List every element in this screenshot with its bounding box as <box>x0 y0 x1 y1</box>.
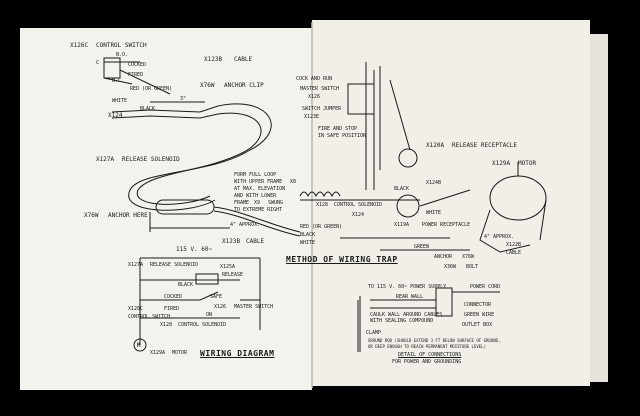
master-switch-part: X126 <box>308 94 321 100</box>
form-loop-part-x8: X8 <box>290 179 297 185</box>
wd-release-solenoid-part: X127A <box>128 262 144 268</box>
common-label: C <box>96 60 100 66</box>
anchor-here-label: ANCHOR HERE <box>108 212 148 219</box>
ground-power-cord: POWER CORD <box>470 284 501 290</box>
ground-detail-2: FOR POWER AND GROUNDING <box>392 359 462 365</box>
dimension-3in: 3" <box>180 96 187 102</box>
motor-part: X129A <box>492 160 511 167</box>
ground-rod-2: OR DEEP ENOUGH TO REACH PERMANENT MOISTU… <box>368 344 487 349</box>
right-white: WHITE <box>426 210 442 216</box>
form-loop-line-3: AT MAX. ELEVATION <box>234 186 286 192</box>
power-receptacle-label: POWER RECEPTACLE <box>422 222 471 228</box>
black-wire-label: BLACK <box>140 106 156 112</box>
ground-caulk-2: WITH SEALING COMPOUND <box>370 318 434 324</box>
form-loop-line-2: WITH UPPER FRAME <box>234 179 283 185</box>
control-solenoid-part: X128 <box>316 202 329 208</box>
wd-control-solenoid-part: X128 <box>160 322 173 328</box>
switch-jumper-part: X123E <box>304 114 320 120</box>
wd-master-switch-part: X126 <box>214 304 227 310</box>
cable-part-x122b: X122B <box>506 242 522 248</box>
form-loop-line-4: AND WITH LOWER <box>234 193 277 199</box>
supply-voltage: 115 V. 60~ <box>176 246 213 253</box>
release-solenoid-label: RELEASE SOLENOID <box>122 156 180 163</box>
ground-supply: TO 115 V. 60~ POWER SUPPLY <box>368 284 447 290</box>
normally-closed-label: N.C. <box>112 78 125 84</box>
release-solenoid-part: X127A <box>96 156 115 163</box>
cocked-label: COCKED <box>128 62 147 68</box>
right-x124-part: X124 <box>352 212 365 218</box>
anchor-label: ANCHOR <box>434 254 453 260</box>
fired-label: FIRED <box>128 72 144 78</box>
green-wire: GREEN <box>414 244 430 250</box>
control-switch-part: X126C <box>70 42 89 49</box>
anchor-clip-part: X76W <box>200 82 215 89</box>
wd-motor-part: X129A <box>150 350 166 356</box>
wd-on: ON <box>206 312 213 318</box>
white-wire-label: WHITE <box>112 98 128 104</box>
form-loop-line-6: SWUNG <box>268 200 284 206</box>
fire-stop-line-2: IN SAFE POSITION <box>318 133 367 139</box>
ground-outlet-box: OUTLET BOX <box>462 322 493 328</box>
left-page <box>20 28 312 390</box>
cable-label-x122b: CABLE <box>506 250 522 256</box>
motor-label: MOTOR <box>518 160 537 167</box>
approx-4in-left: 4" APPROX. <box>230 222 261 228</box>
release-receptacle-label: RELEASE RECEPTACLE <box>452 142 518 149</box>
ground-clamp: CLAMP <box>366 330 382 336</box>
right-approx: 4" APPROX. <box>484 234 515 240</box>
wd-black: BLACK <box>178 282 194 288</box>
anchor-part: X76W <box>462 254 475 260</box>
ground-detail-1: DETAIL OF CONNECTIONS <box>398 352 462 358</box>
bolt-label: BOLT <box>466 264 479 270</box>
bottom-cable-part: X123B <box>222 238 241 245</box>
form-loop-line-5: FRAME <box>234 200 250 206</box>
power-receptacle-part: X119A <box>394 222 410 228</box>
anchor-here-part: X76W <box>84 212 99 219</box>
right-white-wire: WHITE <box>300 240 316 246</box>
wd-release-label: RELEASE <box>222 272 244 278</box>
master-switch-label: MASTER SWITCH <box>300 86 340 92</box>
motor-symbol: M <box>137 342 141 349</box>
right-red-green: RED (OR GREEN) <box>300 224 343 230</box>
x124b-part: X124B <box>426 180 442 186</box>
wd-fired: FIRED <box>164 306 180 312</box>
control-switch-title: CONTROL SWITCH <box>96 42 147 49</box>
x124-part: X124 <box>108 112 123 119</box>
bottom-cable-label: CABLE <box>246 238 265 245</box>
cable-label: CABLE <box>234 56 253 63</box>
normally-open-label: N.O. <box>116 52 129 58</box>
red-wire-label: RED (OR GREEN) <box>130 86 173 92</box>
wd-control-switch-part: X126C <box>128 306 144 312</box>
method-title: METHOD OF WIRING TRAP <box>286 255 398 264</box>
ground-connector: CONNECTOR <box>464 302 492 308</box>
control-solenoid-label: CONTROL SOLENOID <box>334 202 383 208</box>
release-receptacle-part: X120A <box>426 142 445 149</box>
wd-release-part: X125A <box>220 264 236 270</box>
wd-control-switch-label: CONTROL SWITCH <box>128 314 171 320</box>
ground-green-wire: GREEN WIRE <box>464 312 495 318</box>
form-loop-line-1: FORM FULL LOOP <box>234 172 277 178</box>
bolt-part: X36W <box>444 264 457 270</box>
wd-control-solenoid-label: CONTROL SOLENOID <box>178 322 227 328</box>
wd-release-solenoid-label: RELEASE SOLENOID <box>150 262 199 268</box>
wd-safe: SAFE <box>210 294 223 300</box>
wd-cocked: COCKED <box>164 294 183 300</box>
form-loop-line-7: TO EXTREME RIGHT <box>234 207 283 213</box>
right-black-wire: BLACK <box>300 232 316 238</box>
wd-master-switch-label: MASTER SWITCH <box>234 304 274 310</box>
right-black: BLACK <box>394 186 410 192</box>
wiring-diagram-title: WIRING DIAGRAM <box>200 349 275 358</box>
switch-jumper-label: SWITCH JUMPER <box>302 106 342 112</box>
ground-caulk-1: CAULK WALL AROUND CABLES <box>370 312 443 318</box>
form-loop-part-x9: X9 <box>254 200 261 206</box>
wd-motor-label: MOTOR <box>172 350 188 356</box>
cable-part: X123B <box>204 56 223 63</box>
ground-rod-1: GROUND ROD (SHOULD EXTEND 3 FT BELOW SUR… <box>368 338 501 343</box>
anchor-clip-label: ANCHOR CLIP <box>224 82 264 89</box>
fire-stop-line-1: FIRE AND STOP <box>318 126 358 132</box>
cock-run-label: COCK AND RUN <box>296 76 333 82</box>
ground-rear-wall: REAR WALL <box>396 294 424 300</box>
